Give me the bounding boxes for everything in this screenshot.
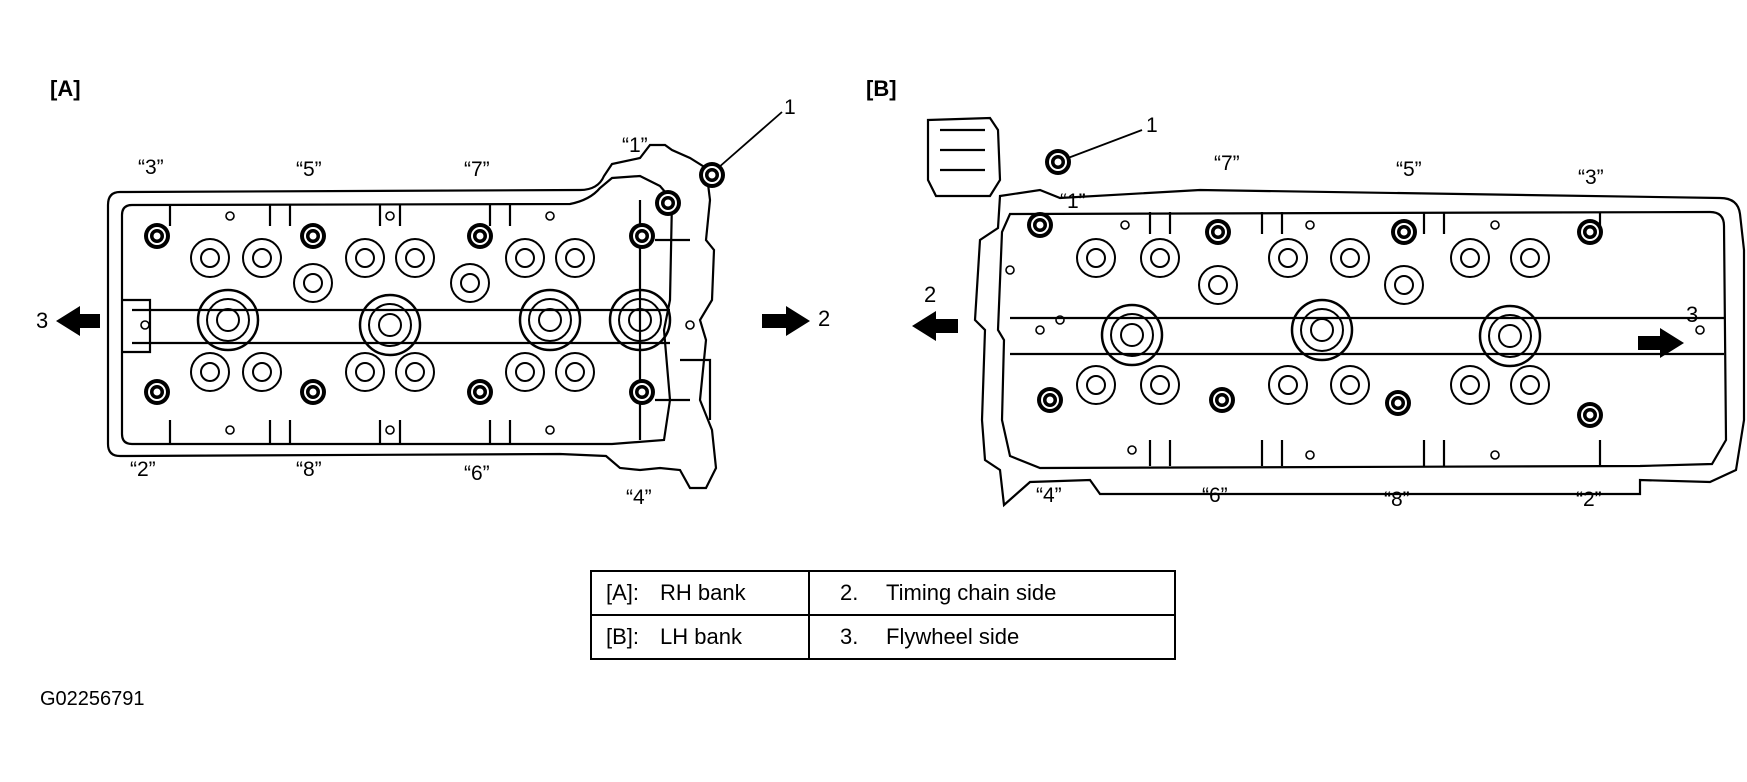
lh-bank-callout-number: 1	[1146, 114, 1158, 137]
lh-bank-bolt-label: “1”	[1060, 190, 1086, 213]
lh-bank-bolt-label: “8”	[1384, 488, 1410, 511]
rh-bank-right-arrow-label: 2	[818, 306, 831, 331]
legend-bank: LH bank	[660, 624, 742, 649]
legend-side-cell: 3. Flywheel side	[808, 614, 1176, 660]
rh-bank-bolt-label: “6”	[464, 462, 490, 485]
legend-bank: RH bank	[660, 580, 746, 605]
rh-bank-bolt-label: “5”	[296, 158, 322, 181]
rh-bank-left-arrow-label: 3	[36, 308, 49, 333]
legend-key: [B]:	[606, 624, 640, 649]
lh-bank-left-arrow	[912, 311, 958, 341]
rh-bank-callout-leader	[717, 111, 783, 169]
rh-bank-valves	[190, 238, 672, 392]
legend-bank-cell: [A]: RH bank	[590, 570, 810, 616]
figure-id: G02256791	[40, 688, 145, 710]
rh-bank-bolt-label: “2”	[130, 458, 156, 481]
legend-row: [A]: RH bank 2. Timing chain side	[590, 570, 1176, 616]
lh-bank-bolt-label: “7”	[1214, 152, 1240, 175]
lh-bank-bolt-label: “3”	[1578, 166, 1604, 189]
lh-bank-left-arrow-label: 2	[924, 282, 937, 307]
rh-bank-bolt-label: “3”	[138, 156, 164, 179]
lh-bank-right-arrow-label: 3	[1686, 302, 1699, 327]
legend-row: [B]: LH bank 3. Flywheel side	[590, 614, 1176, 660]
legend-table: [A]: RH bank 2. Timing chain side [B]: LH b…	[590, 570, 1176, 660]
rh-bank-bolt-label: “4”	[626, 486, 652, 509]
legend-key: [A]:	[606, 580, 640, 605]
lh-bank-bolt-label: “5”	[1396, 158, 1422, 181]
lh-bank-bolt-label: “2”	[1576, 488, 1602, 511]
rh-bank-left-arrow	[56, 306, 100, 336]
rh-bank-callout-number: 1	[784, 96, 796, 119]
lh-bank-bolt-label: “6”	[1202, 484, 1228, 507]
lh-bank-head-drawing	[926, 116, 1746, 508]
rh-bank-head-drawing	[106, 143, 718, 490]
legend-bank-cell: [B]: LH bank	[590, 614, 810, 660]
legend-number: 2.	[840, 580, 859, 605]
rh-bank-bolt-label: “1”	[622, 134, 648, 157]
legend-number: 3.	[840, 624, 859, 649]
rh-bank-bolt-label: “8”	[296, 458, 322, 481]
legend-side: Timing chain side	[886, 580, 1057, 605]
legend-side-cell: 2. Timing chain side	[808, 570, 1176, 616]
lh-bank-bolt-label: “4”	[1036, 484, 1062, 507]
lh-bank-panel-label: [B]	[866, 76, 897, 101]
lh-bank-valves	[1076, 238, 1550, 405]
rh-bank-right-arrow	[762, 306, 810, 336]
legend-side: Flywheel side	[886, 624, 1020, 649]
lh-bank-right-arrow	[1638, 328, 1684, 358]
lh-bank-callout-leader	[1067, 129, 1143, 159]
rh-bank-bolt-label: “7”	[464, 158, 490, 181]
rh-bank-panel-label: [A]	[50, 76, 81, 101]
